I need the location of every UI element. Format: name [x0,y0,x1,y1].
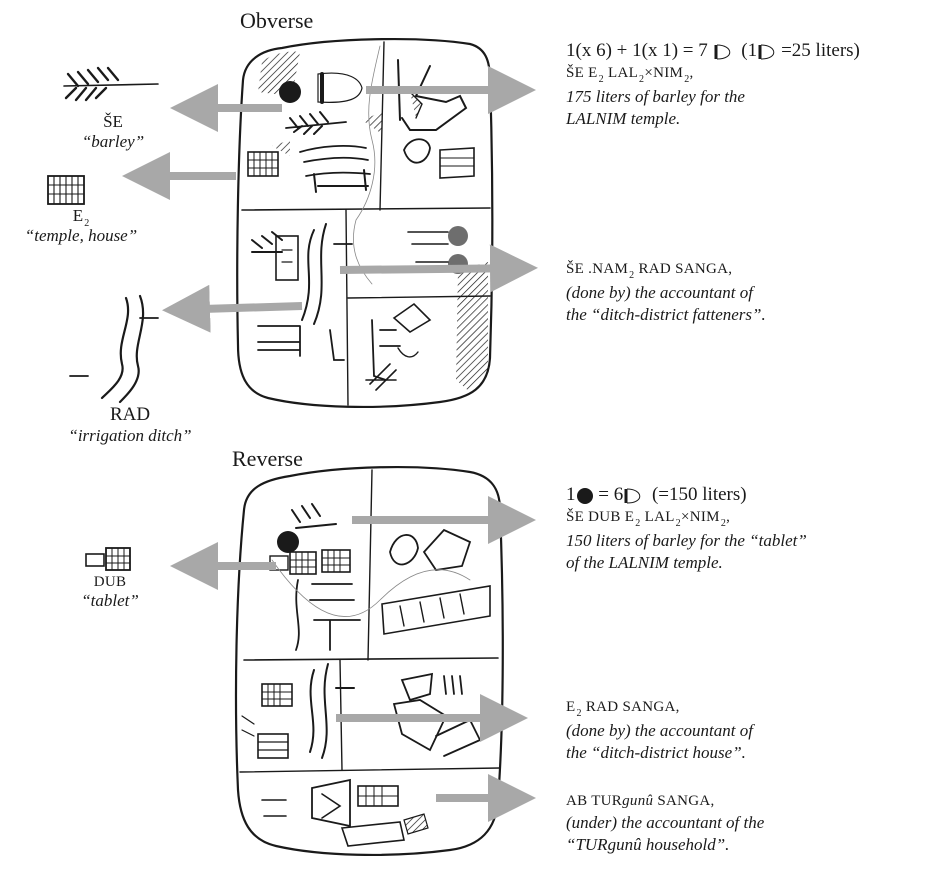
a3-line2-a: ŠE DUB E [566,509,635,525]
a3-line2-c: ×NIM [680,509,720,525]
a2-line3: the “ditch-district fatteners”. [566,305,766,324]
a1-line2-d: , [689,65,694,81]
a1-calc-c: =25 liters) [781,40,860,61]
e2-meaning: “temple, house” [24,226,138,245]
a5-line3-c: household”. [641,835,730,854]
a3-line4: of the LALNIM temple. [566,553,723,572]
a5-line3-a: “TUR [566,835,608,854]
a1-line2-b: LAL [603,65,639,81]
a4-line1-b: RAD SANGA, [581,699,680,715]
numeral-half-oval-icon [624,488,641,504]
a1-sub1: 2 [598,74,604,85]
numeral-half-oval-icon [758,44,775,60]
arrows [122,66,538,822]
a2-line1-a: ŠE .NAM [566,261,629,277]
dub-label: DUB “tablet” [70,574,150,611]
a1-line2-a: ŠE E [566,65,598,81]
a1-line3: 175 liters of barley for the [566,87,745,106]
a3-calc-b: = 6 [593,484,624,505]
dub-meaning: “tablet” [81,591,139,610]
a2-sub: 2 [629,270,635,281]
a2-line1-b: RAD SANGA, [634,261,733,277]
dub-name: DUB [93,574,127,590]
a2-line2: (done by) the accountant of [566,283,753,302]
a5-line1-a: AB TUR [566,793,623,809]
annotation-obverse-mid: ŠE .NAM2 RAD SANGA, (done by) the accoun… [566,258,766,326]
a1-sub3: 2 [684,74,690,85]
a1-sub2: 2 [639,74,645,85]
a1-calc-b: (1 [741,40,758,61]
a5-line2: (under) the accountant of the [566,813,765,832]
rad-label: RAD “irrigation ditch” [40,404,220,446]
a4-line2: (done by) the accountant of [566,721,753,740]
obverse-tablet [236,37,494,409]
heading-obverse: Obverse [240,8,314,33]
annotation-reverse-mid: E2 RAD SANGA, (done by) the accountant o… [566,696,753,764]
a4-line3: the “ditch-district house”. [566,743,746,762]
a3-line3: 150 liters of barley for the “tablet” [566,531,807,550]
a5-line1-c: SANGA, [653,793,715,809]
a3-line2-d: , [726,509,731,525]
numeral-circle-icon [576,487,593,504]
a3-sub3: 2 [720,518,727,529]
a5-line3-b: gunû [607,835,642,854]
reverse-tablet [234,465,504,857]
a4-line1-a: E [566,699,576,715]
a1-line4: LALNIM temple. [566,109,681,128]
se-name: ŠE [103,112,123,131]
heading-reverse: Reverse [232,446,303,471]
e2-sign-glyph [47,175,85,205]
a5-line1-b: gunû [622,793,654,809]
se-sign-glyph [63,66,159,102]
rad-sign-glyph [69,294,159,404]
a3-line2-b: LAL [640,509,675,525]
rad-name: RAD [109,404,151,425]
a1-calc-a: 1(x 6) + 1(x 1) = 7 [566,40,708,61]
a3-calc-a: 1 [566,484,576,505]
a4-sub: 2 [576,708,582,719]
dub-sign-glyph [85,547,131,571]
rad-meaning: “irrigation ditch” [68,426,192,445]
arrow-rad [162,284,303,333]
a3-sub2: 2 [675,518,681,529]
a3-sub1: 2 [635,518,641,529]
annotation-obverse-top: 1(x 6) + 1(x 1) = 7 (1=25 liters) ŠE E2 … [566,40,860,130]
se-label: ŠE “barley” [78,112,148,152]
annotation-reverse-bottom: AB TURgunû SANGA, (under) the accountant… [566,790,764,856]
annotation-reverse-top: 1 = 6 (=150 liters) ŠE DUB E2 LAL2×NIM2,… [566,484,807,574]
e2-label: E2 “temple, house” [6,206,156,246]
se-meaning: “barley” [81,132,145,151]
e2-name: E2 [72,206,90,229]
numeral-half-oval-icon [714,44,730,60]
arrow-obverse-mid [339,244,538,293]
a3-calc-c: (=150 liters) [647,484,747,505]
a1-line2-c: ×NIM [644,65,684,81]
